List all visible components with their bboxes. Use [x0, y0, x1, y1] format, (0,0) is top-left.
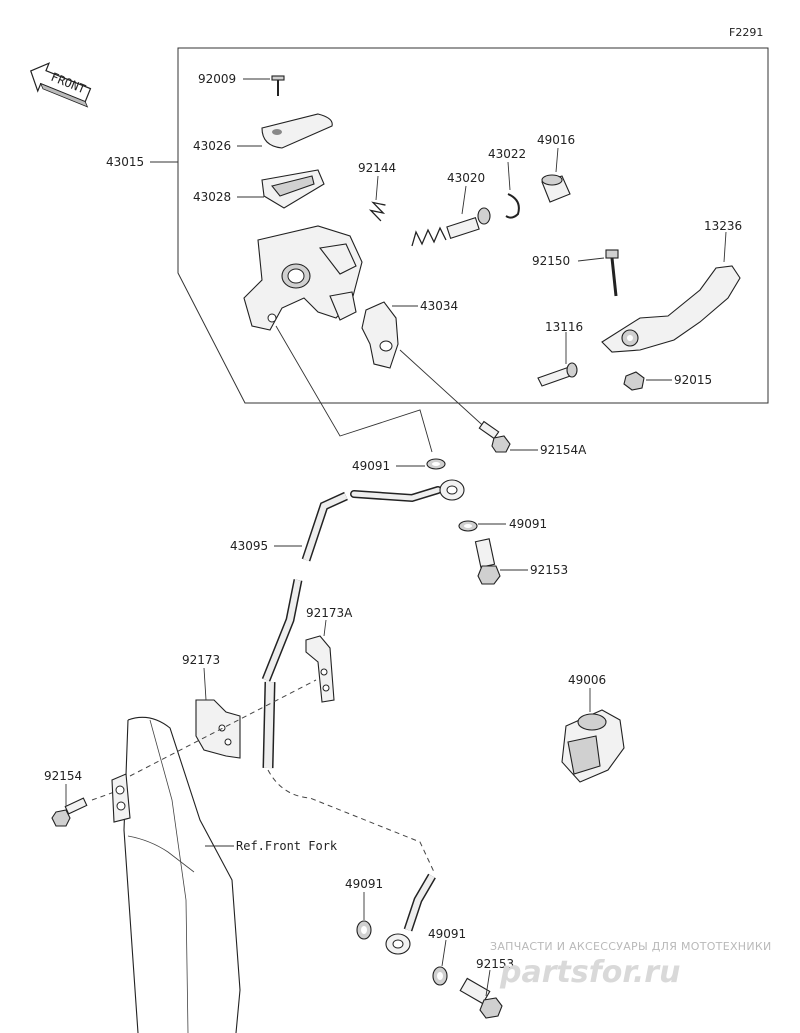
- label-92173: 92173: [182, 653, 220, 667]
- banjo-bolt-92153-b: [459, 977, 503, 1019]
- label-92153-a: 92153: [530, 563, 568, 577]
- clutch-hose: [261, 479, 465, 769]
- spring-92144: [368, 201, 386, 222]
- screw-92009: [271, 75, 285, 96]
- lower-hose: [385, 873, 436, 955]
- label-43022: 43022: [488, 147, 526, 161]
- label-92154a: 92154A: [540, 443, 587, 457]
- label-13116: 13116: [545, 320, 583, 334]
- label-43020: 43020: [447, 171, 485, 185]
- label-43095: 43095: [230, 539, 268, 553]
- clamp-43034: [361, 301, 399, 369]
- label-49091-d: 49091: [428, 927, 466, 941]
- assembly-outline: [177, 47, 769, 404]
- boot-49016: [541, 174, 571, 203]
- label-92154: 92154: [44, 769, 82, 783]
- label-92144: 92144: [358, 161, 396, 175]
- label-43034: 43034: [420, 299, 458, 313]
- bolt-92154: [51, 797, 88, 827]
- label-49091-b: 49091: [509, 517, 547, 531]
- nut-92015: [623, 371, 645, 391]
- piston-43020: [411, 207, 491, 247]
- label-13236: 13236: [704, 219, 742, 233]
- boot-cover-49006: [561, 709, 625, 783]
- diaphragm: [261, 169, 325, 209]
- label-92150: 92150: [532, 254, 570, 268]
- label-49091-a: 49091: [352, 459, 390, 473]
- label-43015: 43015: [106, 155, 144, 169]
- label-92153-b: 92153: [476, 957, 514, 971]
- banjo-bolt-92153-a: [474, 538, 501, 585]
- ref-front-fork-label: Ref.Front Fork: [236, 839, 338, 853]
- label-43026: 43026: [193, 139, 231, 153]
- label-49016: 49016: [537, 133, 575, 147]
- label-43028: 43028: [193, 190, 231, 204]
- front-fork-outline: [111, 716, 241, 1033]
- label-49091-c: 49091: [345, 877, 383, 891]
- label-92173a: 92173A: [306, 606, 353, 620]
- label-92015: 92015: [674, 373, 712, 387]
- reservoir-cap: [261, 113, 333, 149]
- bolt-92150: [605, 249, 619, 297]
- bolt-92154a: [478, 420, 511, 453]
- master-cylinder-body: [243, 225, 363, 331]
- watermark-tagline: ЗАПЧАСТИ И АКСЕССУАРЫ ДЛЯ МОТОТЕХНИКИ: [490, 940, 772, 953]
- circlip-43022: [505, 193, 520, 219]
- label-49006: 49006: [568, 673, 606, 687]
- hose-clamp-92173: [195, 699, 241, 759]
- diagram-code: F2291: [729, 26, 763, 39]
- watermark-site: partsfor.ru: [499, 955, 680, 990]
- clutch-lever: [601, 265, 741, 353]
- front-arrow-icon: [30, 62, 92, 108]
- label-92009: 92009: [198, 72, 236, 86]
- pivot-pin-13116: [537, 362, 578, 387]
- hose-clamp-92173a: [305, 635, 335, 703]
